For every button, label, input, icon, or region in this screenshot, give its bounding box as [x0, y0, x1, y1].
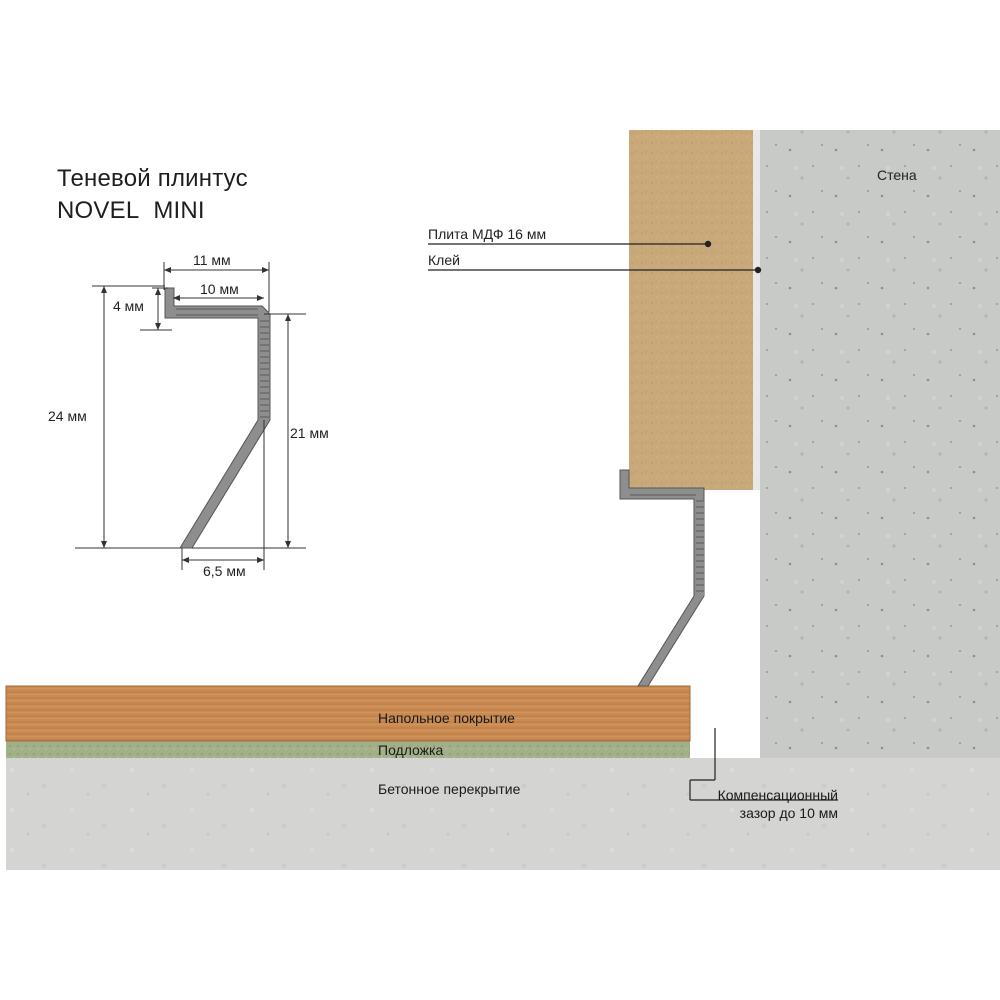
mdf-board [629, 130, 753, 490]
wall-label: Стена [877, 167, 917, 183]
dim-width-inner: 10 мм [200, 281, 239, 297]
dim-lip-height: 4 мм [113, 298, 144, 314]
profile-drawing [164, 287, 271, 549]
glue-layer [752, 130, 760, 490]
underlay-layer [6, 741, 690, 758]
floor-covering-layer [6, 686, 690, 741]
dim-bottom-offset: 6,5 мм [203, 563, 246, 579]
installed-profile [619, 469, 705, 687]
product-name: NOVEL MINI [57, 197, 205, 224]
mdf-label: Плита МДФ 16 мм [428, 226, 547, 242]
underlay-label: Подложка [378, 742, 444, 758]
floor-covering-label: Напольное покрытие [378, 710, 515, 726]
concrete-slab [6, 758, 1000, 870]
dim-height-inner: 21 мм [290, 425, 329, 441]
dimension-arrows [101, 267, 291, 563]
callout-lines [428, 240, 762, 274]
dimension-lines [75, 262, 306, 570]
glue-label: Клей [428, 252, 460, 268]
diagram-title: Теневой плинтус [57, 165, 248, 192]
concrete-slab-label: Бетонное перекрытие [378, 781, 521, 797]
gap-label-line1: Компенсационный [717, 787, 838, 803]
dim-height-total: 24 мм [48, 408, 87, 424]
gap-label-line2: зазор до 10 мм [739, 805, 838, 821]
compensation-gap-marker [689, 728, 838, 801]
dim-width-total: 11 мм [193, 252, 231, 268]
compensation-gap-label: Компенсационный зазор до 10 мм [694, 786, 838, 822]
wall [760, 130, 1000, 758]
